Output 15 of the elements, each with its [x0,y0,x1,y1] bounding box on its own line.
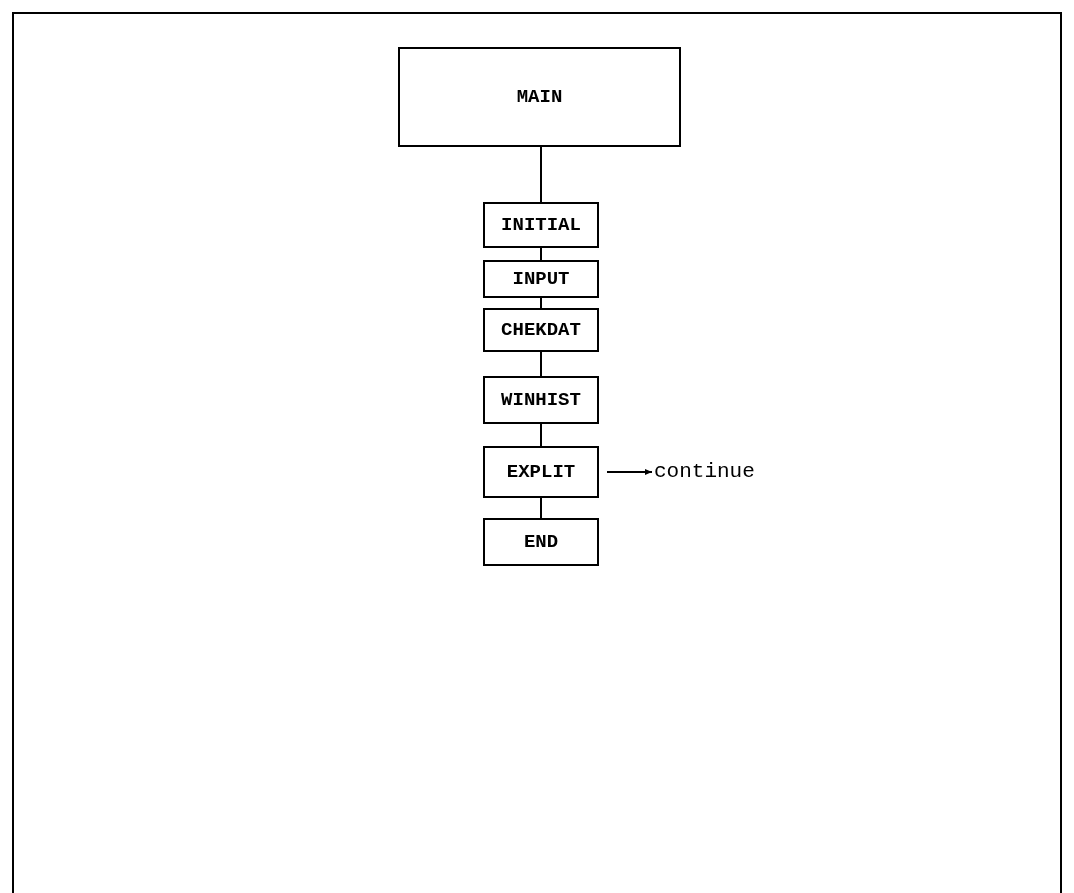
process-box: INITIAL [483,202,599,248]
connector-line [540,351,542,377]
arrow [606,469,653,475]
connector-line [540,247,542,261]
process-box: MAIN [398,47,681,147]
text-label: continue [654,458,778,486]
connector-line [540,297,542,309]
process-box: END [483,518,599,566]
connector-line [540,497,542,519]
connector-line [540,146,542,203]
process-box: EXPLIT [483,446,599,498]
process-box: INPUT [483,260,599,298]
process-box: WINHIST [483,376,599,424]
process-box: CHEKDAT [483,308,599,352]
connector-line [540,423,542,447]
